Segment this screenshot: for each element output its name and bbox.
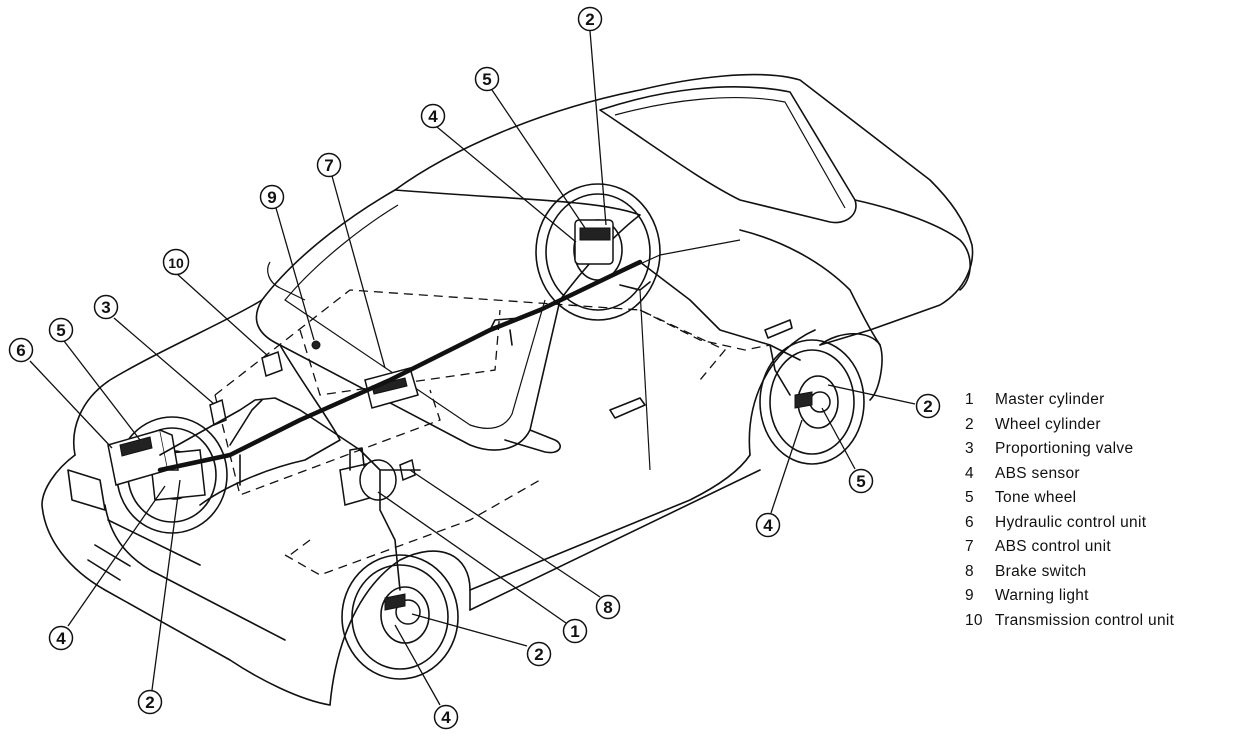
callout-c4-fr: 4 (433, 704, 459, 730)
callout-c2-fr: 2 (526, 641, 552, 667)
callout-c5-rear: 5 (474, 66, 500, 92)
callout-c2-fl: 2 (137, 689, 163, 715)
legend-number: 8 (965, 562, 974, 580)
legend-number: 4 (965, 464, 974, 482)
svg-text:2: 2 (145, 693, 154, 712)
svg-text:2: 2 (923, 397, 932, 416)
parts-legend: 1 Master cylinder 2 Wheel cylinder 3 Pro… (965, 388, 1235, 633)
legend-item: 6 Hydraulic control unit (965, 511, 1235, 536)
callout-c2-rr: 2 (915, 393, 941, 419)
callout-c5-rr: 5 (848, 468, 874, 494)
abs-control-unit (364, 367, 419, 409)
master-cylinder (339, 447, 397, 506)
legend-label: Wheel cylinder (995, 415, 1101, 433)
svg-text:2: 2 (585, 10, 594, 29)
legend-number: 10 (965, 611, 983, 629)
legend-item: 8 Brake switch (965, 560, 1235, 585)
legend-label: Warning light (995, 587, 1089, 605)
legend-item: 9 Warning light (965, 584, 1235, 609)
brake-lines-and-harness (157, 259, 801, 591)
callout-c9: 9 (259, 184, 285, 210)
legend-label: Brake switch (995, 562, 1087, 580)
leader-lines (29, 30, 916, 706)
rear-right-wheel (759, 339, 865, 465)
callout-c4-fl: 4 (48, 625, 74, 651)
svg-text:4: 4 (56, 629, 66, 648)
legend-number: 7 (965, 538, 974, 556)
legend-item: 1 Master cylinder (965, 388, 1235, 413)
callout-c10: 10 (162, 248, 190, 276)
svg-text:2: 2 (534, 645, 543, 664)
svg-text:4: 4 (428, 107, 438, 126)
callout-c5-front: 5 (48, 317, 74, 343)
legend-item: 3 Proportioning valve (965, 437, 1235, 462)
legend-item: 4 ABS sensor (965, 462, 1235, 487)
transmission-control-unit (261, 350, 283, 378)
callout-badges: 2 5 4 7 9 10 3 5 (8, 6, 941, 730)
svg-text:10: 10 (168, 255, 184, 271)
svg-text:5: 5 (856, 472, 865, 491)
svg-text:1: 1 (570, 622, 579, 641)
legend-number: 9 (965, 587, 974, 605)
callout-c1: 1 (562, 618, 588, 644)
legend-item: 7 ABS control unit (965, 535, 1235, 560)
svg-text:3: 3 (101, 298, 110, 317)
chassis-dashed-outline (214, 289, 771, 576)
callout-c3: 3 (93, 294, 119, 320)
legend-label: Transmission control unit (995, 611, 1175, 629)
callout-c4-rr: 4 (755, 512, 781, 538)
legend-item: 10 Transmission control unit (965, 609, 1235, 634)
callout-c4-rear: 4 (420, 103, 446, 129)
callout-c7: 7 (316, 152, 342, 178)
warning-light (311, 340, 321, 350)
legend-number: 5 (965, 489, 974, 507)
callout-c6: 6 (8, 337, 34, 363)
legend-item: 5 Tone wheel (965, 486, 1235, 511)
car-body-outline (41, 73, 974, 706)
legend-item: 2 Wheel cylinder (965, 413, 1235, 438)
svg-text:6: 6 (16, 341, 25, 360)
legend-number: 2 (965, 415, 974, 433)
legend-number: 1 (965, 391, 974, 409)
legend-number: 6 (965, 513, 974, 531)
svg-text:8: 8 (603, 598, 612, 617)
svg-text:4: 4 (763, 516, 773, 535)
svg-text:5: 5 (482, 70, 491, 89)
legend-label: Hydraulic control unit (995, 513, 1147, 531)
svg-text:9: 9 (267, 188, 276, 207)
legend-label: Tone wheel (995, 489, 1077, 507)
svg-text:7: 7 (324, 156, 333, 175)
front-right-wheel (341, 554, 459, 680)
legend-label: ABS sensor (995, 464, 1080, 482)
svg-text:4: 4 (441, 708, 451, 727)
proportioning-valve (209, 398, 227, 427)
rear-left-wheel (535, 183, 661, 321)
legend-label: Proportioning valve (995, 440, 1134, 458)
callout-c8: 8 (595, 594, 621, 620)
legend-label: ABS control unit (995, 538, 1111, 556)
legend-label: Master cylinder (995, 391, 1105, 409)
callout-c2-top: 2 (577, 6, 603, 32)
legend-number: 3 (965, 440, 974, 458)
svg-text:5: 5 (56, 321, 65, 340)
